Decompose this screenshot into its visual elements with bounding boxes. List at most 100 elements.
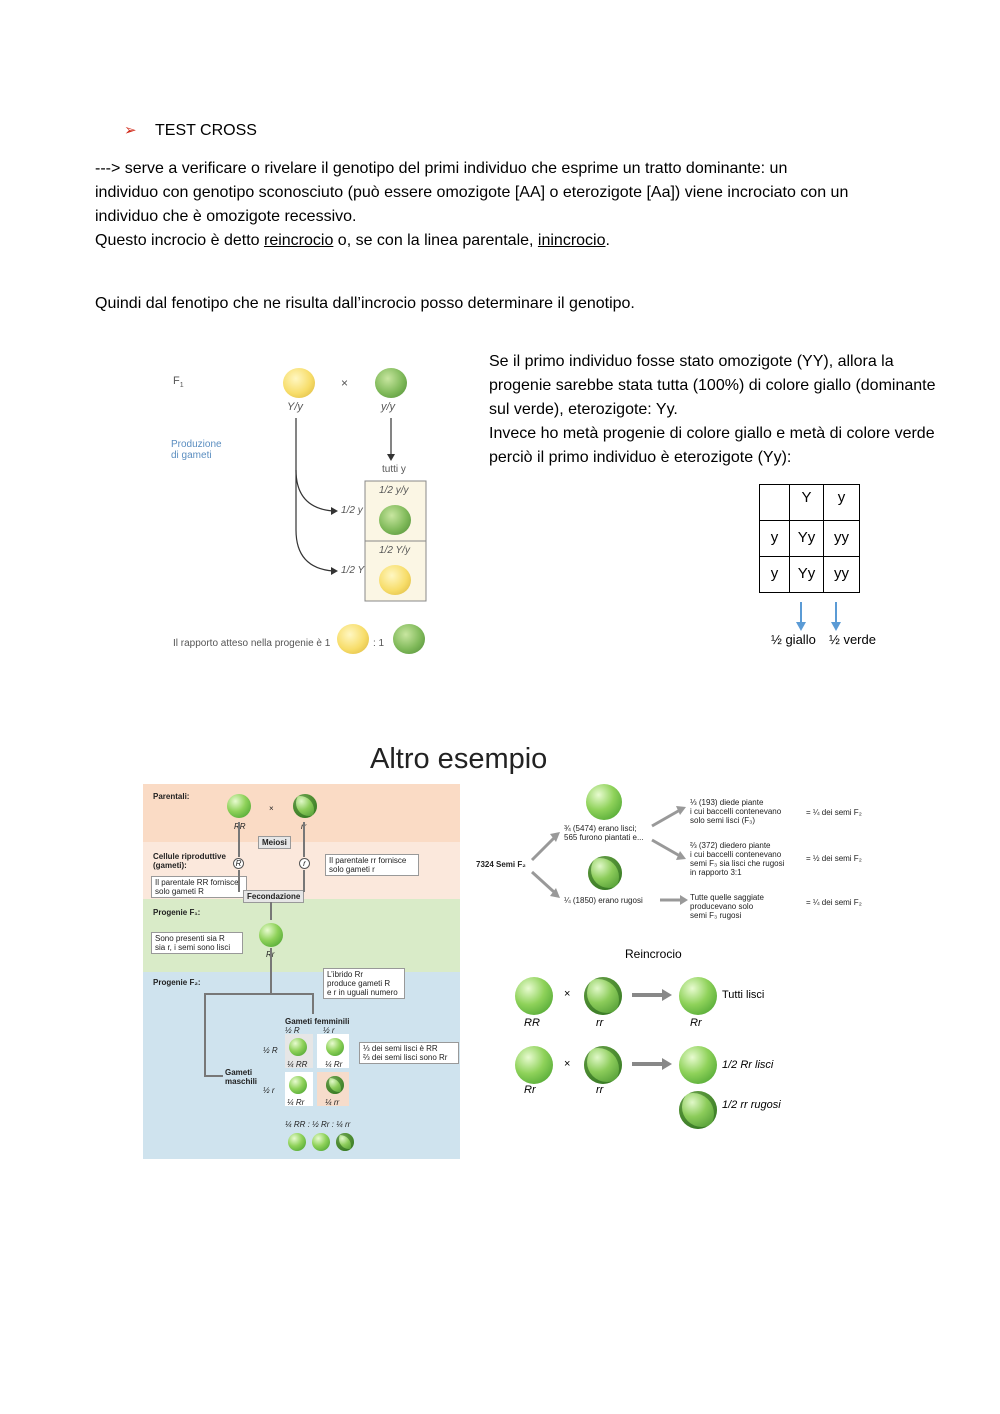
yellow-pea-icon (379, 565, 411, 595)
smooth-pea-icon (679, 1046, 717, 1084)
fecondazione-box: Fecondazione (243, 890, 305, 903)
Rr-result-label: Rr (690, 1017, 702, 1029)
branch2-result: = ½ dei semi F₂ (806, 854, 862, 863)
meiosi-box: Meiosi (258, 836, 291, 849)
yellow-pea-icon (283, 368, 315, 398)
wrinkled-pea-icon (584, 1046, 622, 1084)
wrinkled-pea-icon (584, 977, 622, 1015)
punnett-cell: y (759, 520, 790, 557)
cell-rr: ¼ rr (325, 1098, 340, 1107)
table-row: y Yy yy (759, 556, 860, 593)
all-y-label: tutti y (382, 464, 406, 475)
punnett-cell: yy (823, 520, 860, 557)
progenie-f1-label: Progenie F₁: (153, 908, 201, 917)
cellule-label: Cellule riproduttive(gameti): (153, 852, 226, 870)
tutti-lisci-label: Tutti lisci (722, 989, 765, 1001)
intro-text-b: o, se con la linea parentale, (333, 232, 538, 249)
section-title: TEST CROSS (155, 122, 257, 139)
gamete-R: R (233, 858, 244, 869)
branch1-result: = ¼ dei semi F₂ (806, 808, 862, 817)
intro-line-4: Questo incrocio è detto reincrocio o, se… (95, 229, 975, 253)
punnett-cell (759, 484, 790, 521)
explanation-line-4: Invece ho metà progenie di colore giallo… (489, 425, 935, 442)
figure2-title: Altro esempio (370, 743, 548, 775)
paragraph-phenotype: Quindi dal fenotipo che ne risulta dall’… (95, 295, 635, 312)
genotype-right: y/y (381, 401, 396, 413)
smooth-pea-icon (259, 923, 283, 947)
punnett-cell: y (823, 484, 860, 521)
gamete-Y-label: 1/2 Y (341, 565, 365, 576)
term-reincrocio: reincrocio (263, 232, 334, 249)
cell1-label: 1/2 y/y (379, 485, 409, 496)
explanation-line-2: progenie sarebbe stata tutta (100%) di c… (489, 377, 936, 394)
table-row: y Yy yy (759, 520, 860, 557)
half-r-male: ½ r (263, 1086, 275, 1095)
smooth-pea-icon (288, 1133, 306, 1151)
cell-Rr: ¼ Rr (325, 1060, 343, 1069)
cross-symbol: × (341, 376, 349, 390)
progenie-f2-label: Progenie F₂: (153, 978, 201, 987)
half-R-male: ½ R (263, 1046, 278, 1055)
cell-RR: ¼ RR (287, 1060, 308, 1069)
intro-line-3: individuo che è omozigote recessivo. (95, 208, 357, 225)
term-inincrocio: inincrocio (537, 232, 606, 249)
smooth-pea-icon (312, 1133, 330, 1151)
punnett-cell: y (759, 556, 790, 593)
punnett-cell: Yy (789, 556, 824, 593)
paragraph-intro: ---> serve a verificare o rivelare il ge… (95, 157, 975, 253)
green-pea-icon (375, 368, 407, 398)
half-lisci-label: 1/2 Rr lisci (722, 1059, 774, 1071)
wrinkled-pea-icon (679, 1091, 717, 1129)
smooth-pea-icon (586, 784, 622, 820)
wrinkled-pea-icon (336, 1133, 354, 1151)
intro-text-a: Questo incrocio è detto (95, 232, 264, 249)
intro-text-c: . (605, 232, 610, 249)
rr-label-2: rr (596, 1084, 604, 1096)
explanation-line-1: Se il primo individuo fosse stato omozig… (489, 353, 894, 370)
cross-symbol: × (269, 804, 274, 813)
explanation: Se il primo individuo fosse stato omozig… (489, 350, 979, 470)
ratio-text: Il rapporto atteso nella progenie è 1 (173, 638, 331, 649)
genotype-left: Y/y (287, 401, 303, 413)
bottom-ratio: ¼ RR : ½ Rr : ¼ rr (285, 1120, 351, 1129)
rugosi-label: ¼ (1850) erano rugosi (564, 896, 643, 905)
explanation-line-5: perciò il primo individuo è eterozigote … (489, 449, 792, 466)
wrinkled-pea-icon (588, 856, 622, 890)
f2-seed-results: 7324 Semi F₂ ¾ (5474) erano lisci;565 fu… (474, 780, 894, 1130)
punnett-cell: yy (823, 556, 860, 593)
cross-symbol: × (564, 1058, 571, 1070)
half-rugosi-label: 1/2 rr rugosi (722, 1099, 781, 1111)
smooth-pea-icon (515, 1046, 553, 1084)
reincrocio-title: Reincrocio (625, 947, 682, 961)
smooth-pea-icon (326, 1038, 344, 1056)
gamete-y-label: 1/2 y (341, 505, 363, 516)
f2-result-arrows (530, 806, 688, 1070)
wrinkled-pea-icon (326, 1076, 344, 1094)
green-pea-icon (379, 505, 411, 535)
smooth-pea-icon (515, 977, 553, 1015)
smooth-pea-icon (289, 1038, 307, 1056)
punnett-arrows (796, 602, 841, 631)
punnett-cell: Y (789, 484, 824, 521)
gameti-femminili-label: Gameti femminili (285, 1017, 350, 1026)
smooth-pea-icon (679, 977, 717, 1015)
wrinkled-pea-icon (293, 794, 317, 818)
half-r-female: ½ r (323, 1026, 335, 1035)
semi-label: 7324 Semi F₂ (476, 860, 526, 869)
yellow-pea-icon (337, 624, 369, 654)
gamete-r: r (299, 858, 310, 869)
branch3-result: = ¼ dei semi F₂ (806, 898, 862, 907)
RR-label: RR (524, 1017, 540, 1029)
intro-line-1: ---> serve a verificare o rivelare il ge… (95, 160, 788, 177)
